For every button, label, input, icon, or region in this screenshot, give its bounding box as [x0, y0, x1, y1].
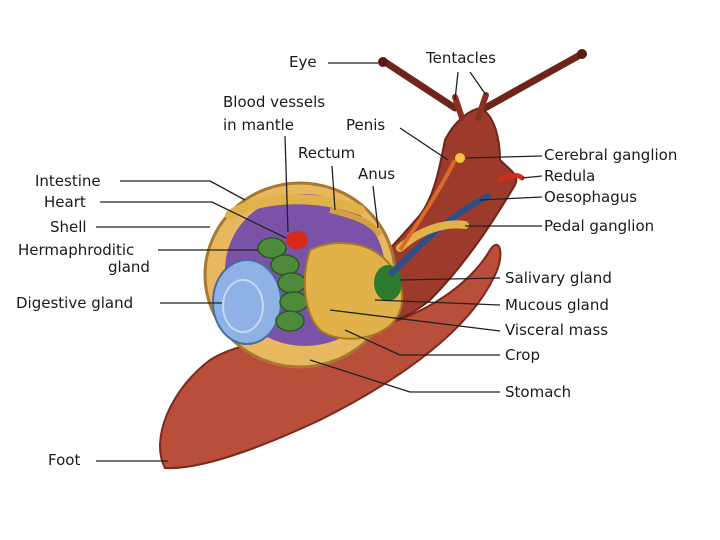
- label-anus: Anus: [358, 165, 395, 183]
- label-rectum: Rectum: [298, 144, 355, 162]
- label-hermaphroditic-2: gland: [108, 258, 150, 276]
- label-digestive-gland: Digestive gland: [16, 294, 133, 312]
- heart: [286, 231, 308, 249]
- label-eye: Eye: [289, 53, 317, 71]
- label-visceral-mass: Visceral mass: [505, 321, 608, 339]
- label-redula: Redula: [544, 167, 595, 185]
- label-penis: Penis: [346, 116, 385, 134]
- tentacle-left: [385, 62, 455, 108]
- label-pedal-ganglion: Pedal ganglion: [544, 217, 654, 235]
- eye-right: [577, 49, 587, 59]
- label-blood-vessels-1: Blood vessels: [223, 93, 325, 111]
- label-blood-vessels-2: in mantle: [223, 116, 294, 134]
- label-intestine: Intestine: [35, 172, 101, 190]
- cerebral-ganglion: [455, 153, 465, 163]
- label-tentacles: Tentacles: [426, 49, 496, 67]
- label-oesophagus: Oesophagus: [544, 188, 637, 206]
- eye-left: [378, 57, 388, 67]
- label-shell: Shell: [50, 218, 87, 236]
- label-cerebral-ganglion: Cerebral ganglion: [544, 146, 677, 164]
- tentacle-right: [485, 55, 580, 108]
- label-stomach: Stomach: [505, 383, 571, 401]
- label-salivary-gland: Salivary gland: [505, 269, 612, 287]
- label-hermaphroditic-1: Hermaphroditic: [18, 241, 134, 259]
- label-crop: Crop: [505, 346, 540, 364]
- tentacle-short-left: [455, 97, 462, 118]
- label-heart: Heart: [44, 193, 86, 211]
- label-mucous-gland: Mucous gland: [505, 296, 609, 314]
- label-foot: Foot: [48, 451, 80, 469]
